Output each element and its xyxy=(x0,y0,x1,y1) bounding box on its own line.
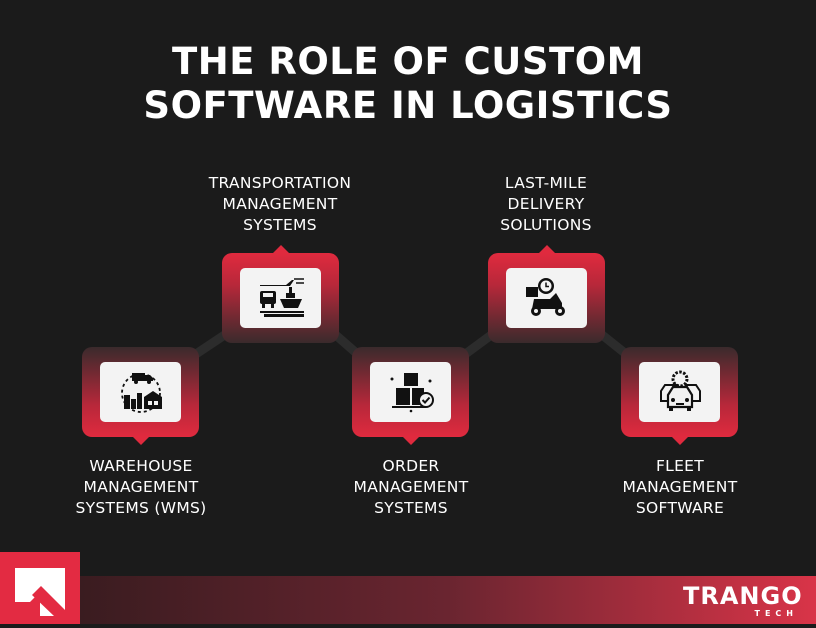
pointer-up xyxy=(272,245,289,253)
pointer-down xyxy=(132,437,149,445)
fleet-cars-gear-icon xyxy=(659,370,701,411)
warehouse-truck-icon xyxy=(120,373,162,413)
title-line-1: THE ROLE OF CUSTOM xyxy=(171,40,644,83)
pointer-up xyxy=(538,245,555,253)
card-tms xyxy=(222,245,339,343)
brand-name: TRANGO xyxy=(683,582,803,610)
card-fleet xyxy=(621,347,738,445)
icon-tile xyxy=(240,268,321,328)
title-line-2: SOFTWARE IN LOGISTICS xyxy=(143,84,673,127)
label-fleet: FLEET MANAGEMENT SOFTWARE xyxy=(622,457,738,517)
card-order xyxy=(352,347,469,445)
icon-tile xyxy=(506,268,587,328)
page-title: THE ROLE OF CUSTOM SOFTWARE IN LOGISTICS xyxy=(0,40,816,128)
icon-tile xyxy=(100,362,181,422)
transportation-icon xyxy=(259,278,304,317)
pointer-down xyxy=(671,437,688,445)
corner-logo xyxy=(0,552,80,624)
label-wms: WAREHOUSE MANAGEMENT SYSTEMS (WMS) xyxy=(75,457,207,517)
footer-bar xyxy=(80,576,816,624)
icon-tile xyxy=(639,362,720,422)
brand-sub: TECH xyxy=(754,609,798,618)
arrow-up-left-logo-icon xyxy=(15,568,65,616)
brand-logo: TRANGO TECH xyxy=(683,582,803,618)
pointer-down xyxy=(402,437,419,445)
card-wms xyxy=(82,347,199,445)
card-last-mile xyxy=(488,245,605,343)
label-tms: TRANSPORTATION MANAGEMENT SYSTEMS xyxy=(208,174,352,234)
icon-tile xyxy=(370,362,451,422)
label-order: ORDER MANAGEMENT SYSTEMS xyxy=(353,457,469,517)
delivery-scooter-clock-icon xyxy=(525,278,565,316)
label-last-mile: LAST-MILE DELIVERY SOLUTIONS xyxy=(500,174,592,234)
boxes-check-icon xyxy=(390,373,434,413)
